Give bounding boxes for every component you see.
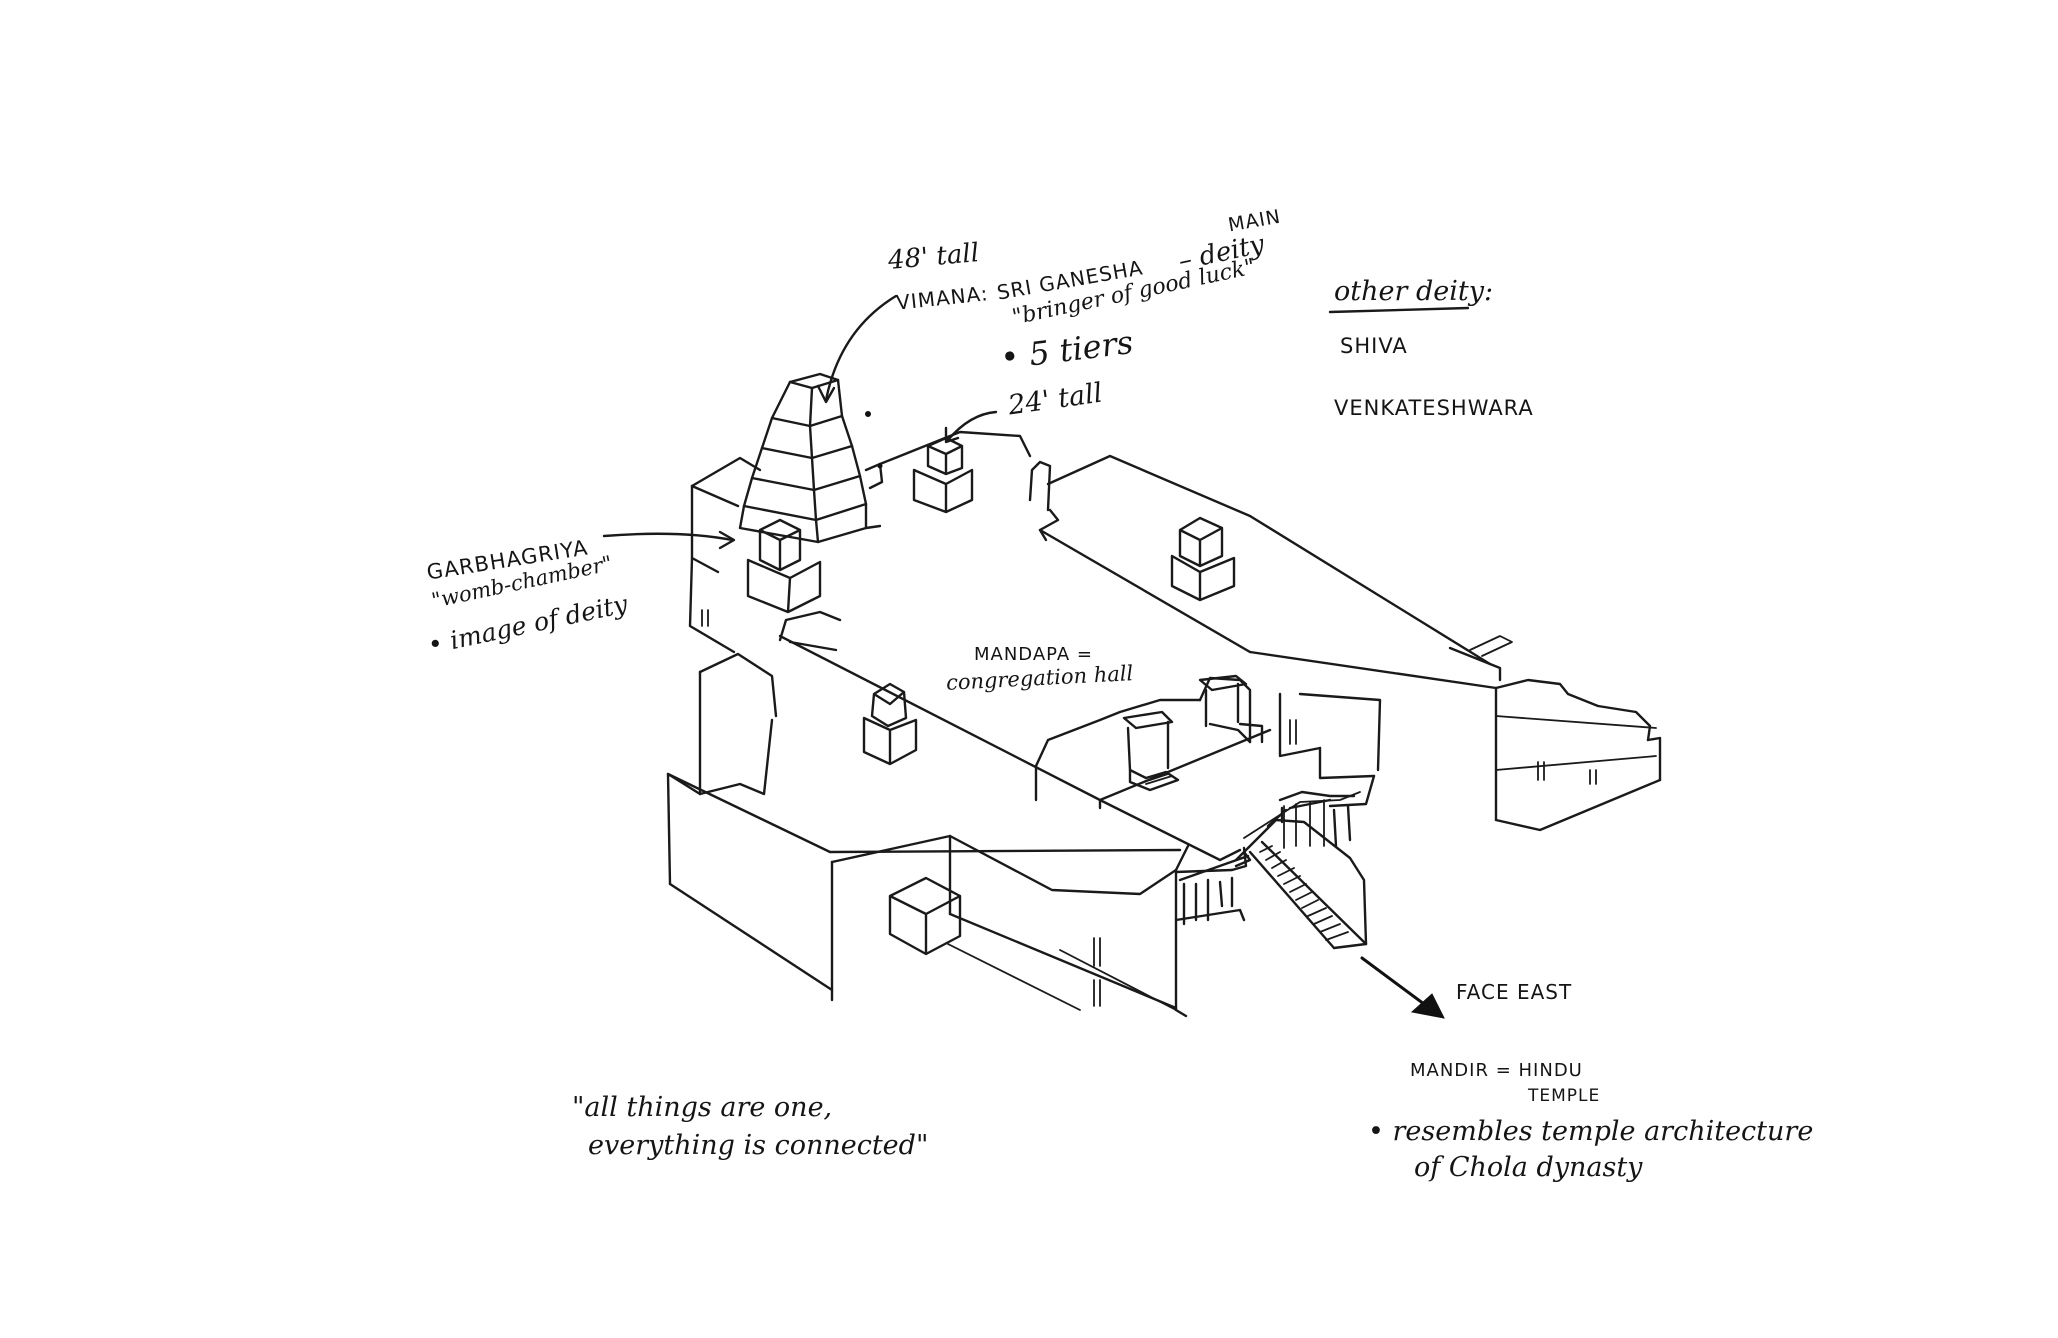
entrance-stair — [1174, 790, 1368, 950]
temple-label: TEMPLE — [1528, 1086, 1601, 1106]
face-east-label: FACE EAST — [1456, 980, 1573, 1004]
vimana-tower — [738, 372, 868, 544]
quote-line-1: "all things are one, — [572, 1092, 833, 1123]
quote-line-2: everything is connected" — [588, 1130, 929, 1161]
courtyard — [1034, 674, 1382, 862]
shiva-label: SHIVA — [1340, 334, 1408, 358]
front-wing — [666, 640, 1190, 1018]
resembles-label: • resembles temple architecture — [1368, 1116, 1814, 1147]
east-arrow — [1360, 956, 1426, 1006]
tower-leader-arrow — [946, 410, 998, 442]
garbhagriya-leader-arrow — [602, 532, 734, 542]
mandapa-hall — [778, 430, 1662, 832]
leader-arrows — [602, 294, 1470, 1019]
other-deity-underline — [1328, 306, 1470, 314]
vimana-height-label: 48' tall — [886, 238, 981, 276]
other-deity-heading: other deity: — [1334, 276, 1494, 307]
vimana-leader-arrow — [824, 294, 898, 402]
mandir-label: MANDIR = HINDU — [1410, 1060, 1583, 1081]
mandapa-label: MANDAPA = — [974, 644, 1093, 665]
garbhagriya-block — [688, 456, 884, 654]
venkateshwara-label: VENKATESHWARA — [1334, 396, 1534, 420]
chola-label: of Chola dynasty — [1414, 1152, 1643, 1183]
